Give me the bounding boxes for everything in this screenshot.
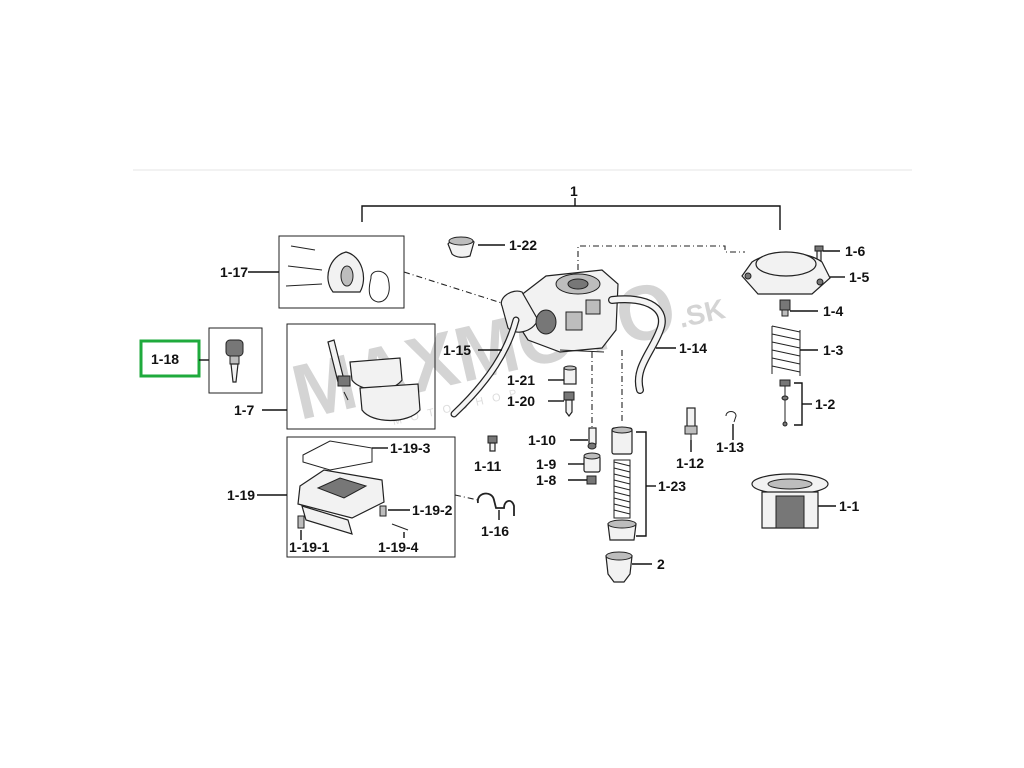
label-1-23: 1-23: [658, 478, 686, 494]
label-1-15: 1-15: [443, 342, 471, 358]
part-1-9: [583, 452, 601, 473]
part-1-5: [741, 251, 831, 295]
part-1-4: [779, 299, 791, 317]
label-1-14: 1-14: [679, 340, 707, 356]
label-1-19-3: 1-19-3: [390, 440, 431, 456]
part-1-17-group: [278, 235, 405, 309]
part-1-8: [586, 475, 597, 485]
part-1-12: [684, 407, 698, 440]
part-1-19-group: [286, 436, 456, 558]
label-1-1: 1-1: [839, 498, 859, 514]
part-1-21: [563, 365, 577, 385]
label-1-10: 1-10: [528, 432, 556, 448]
part-1-3: [771, 325, 801, 376]
part-1-20: [563, 391, 575, 417]
highlight-box-1-18: [139, 339, 201, 378]
label-1-13: 1-13: [716, 439, 744, 455]
label-1-11: 1-11: [474, 458, 501, 474]
label-1-4: 1-4: [823, 303, 843, 319]
part-2: [605, 551, 633, 583]
label-1-19: 1-19: [227, 487, 255, 503]
part-1-16: [477, 492, 515, 516]
label-1-20: 1-20: [507, 393, 535, 409]
label-1-21: 1-21: [507, 372, 535, 388]
part-1-10: [587, 427, 597, 450]
label-1-6: 1-6: [845, 243, 865, 259]
part-1-13: [725, 411, 737, 423]
label-1-12: 1-12: [676, 455, 704, 471]
part-1-18-group: [208, 327, 263, 394]
label-1-3: 1-3: [823, 342, 843, 358]
label-1-19-2: 1-19-2: [412, 502, 453, 518]
label-1-9: 1-9: [536, 456, 556, 472]
label-1: 1: [570, 183, 578, 199]
label-1-17: 1-17: [220, 264, 248, 280]
label-2: 2: [657, 556, 665, 572]
part-1-1: [751, 473, 829, 529]
carburetor-body: [500, 269, 619, 353]
spring-1-23: [613, 459, 631, 519]
watermark-suffix: .SK: [675, 293, 727, 334]
label-1-19-4: 1-19-4: [378, 539, 419, 555]
part-1-7-group: [286, 323, 436, 430]
assembly-bracket: [361, 198, 781, 230]
label-1-2: 1-2: [815, 396, 835, 412]
label-1-16: 1-16: [481, 523, 509, 539]
label-1-5: 1-5: [849, 269, 869, 285]
label-1-7: 1-7: [234, 402, 254, 418]
label-1-22: 1-22: [509, 237, 537, 253]
part-1-2: [779, 379, 791, 427]
part-1-22: [447, 236, 475, 258]
part-1-23: [607, 426, 637, 541]
label-1-19-1: 1-19-1: [289, 539, 330, 555]
label-1-18: 1-18: [151, 351, 179, 367]
part-1-11: [487, 435, 498, 452]
label-1-8: 1-8: [536, 472, 556, 488]
